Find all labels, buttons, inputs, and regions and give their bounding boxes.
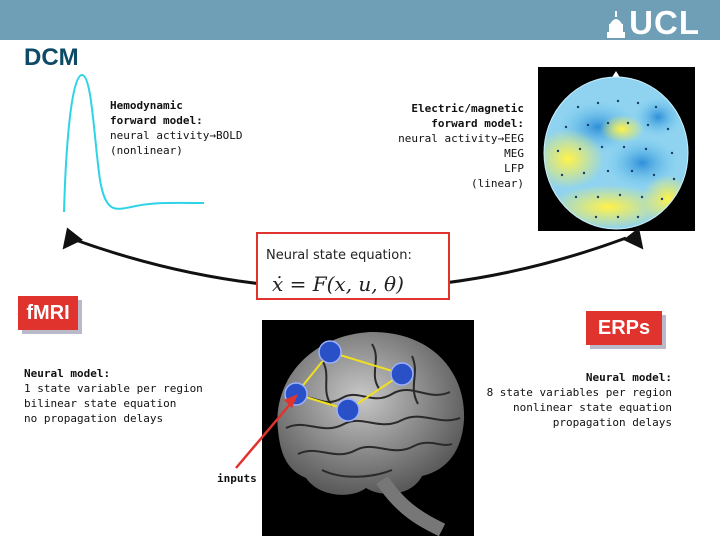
neural-right-line-3: propagation delays	[552, 416, 672, 429]
neural-right-heading: Neural model:	[585, 371, 672, 384]
ucl-logo-text: UCL	[629, 4, 700, 41]
electric-heading-1: Electric/magnetic	[411, 102, 524, 115]
electric-heading-2: forward model:	[431, 117, 524, 130]
hemodynamic-model-text: Hemodynamic forward model: neural activi…	[110, 98, 310, 158]
neural-state-equation-box: Neural state equation: ẋ = F(x, u, θ)	[256, 232, 450, 300]
neural-model-left: Neural model: 1 state variable per regio…	[24, 366, 244, 426]
electric-line-3: LFP	[504, 162, 524, 175]
top-banner	[0, 0, 720, 40]
hemodynamic-line-1: neural activity→BOLD	[110, 129, 243, 142]
ucl-dome-icon	[607, 11, 626, 38]
neural-left-line-2: bilinear state equation	[24, 397, 177, 410]
neural-model-right: Neural model: 8 state variables per regi…	[452, 370, 672, 430]
electric-line-4: (linear)	[471, 177, 524, 190]
hemodynamic-line-2: (nonlinear)	[110, 144, 183, 157]
ucl-logo: UCL	[605, 6, 700, 40]
electric-line-1: neural activity→EEG	[398, 132, 524, 145]
electric-model-text: Electric/magnetic forward model: neural …	[304, 101, 524, 191]
equation-label: Neural state equation:	[266, 248, 412, 263]
page-title: DCM	[24, 44, 79, 71]
brain-image	[262, 320, 474, 536]
equation-formula: ẋ = F(x, u, θ)	[272, 272, 404, 296]
neural-left-heading: Neural model:	[24, 367, 111, 380]
neural-right-line-1: 8 state variables per region	[486, 386, 672, 399]
bold-response-curve	[63, 73, 205, 213]
neural-left-line-3: no propagation delays	[24, 412, 164, 425]
hemodynamic-heading-2: forward model:	[110, 114, 203, 127]
scalp-topography-image	[538, 67, 695, 231]
neural-right-line-2: nonlinear state equation	[513, 401, 672, 414]
fmri-label: fMRI	[18, 296, 78, 330]
hemodynamic-heading-1: Hemodynamic	[110, 99, 183, 112]
inputs-label: inputs	[217, 472, 257, 485]
electric-line-2: MEG	[504, 147, 524, 160]
erps-label: ERPs	[586, 311, 662, 345]
neural-left-line-1: 1 state variable per region	[24, 382, 203, 395]
